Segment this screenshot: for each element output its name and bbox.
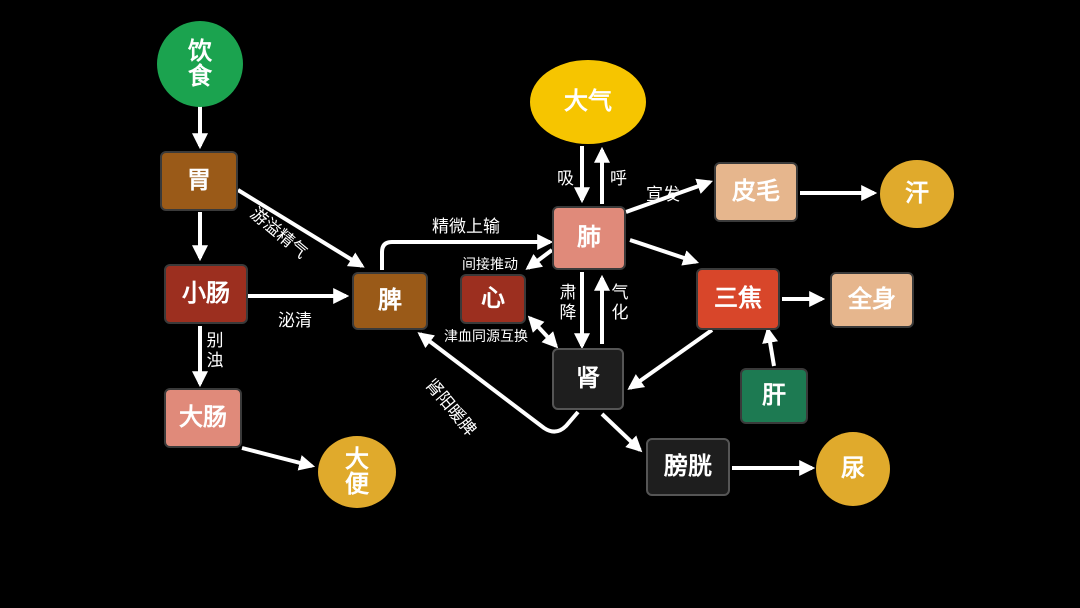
arrow-dachang-dabian [241, 446, 316, 471]
node-xiaochang: 小肠 [164, 264, 248, 324]
label-xuanfa: 宣发 [646, 185, 680, 205]
label-xi: 吸 [557, 169, 574, 189]
label-biezhuo: 别浊 [206, 331, 224, 371]
node-gan: 肝 [740, 368, 808, 424]
node-niao: 尿 [816, 432, 890, 506]
node-daqi: 大气 [530, 60, 646, 144]
arrow-shen-pi [417, 332, 580, 434]
label-miqing: 泌清 [278, 311, 312, 331]
node-han: 汗 [880, 160, 954, 228]
node-fei: 肺 [552, 206, 626, 270]
arrow-wei-pi [236, 188, 365, 268]
node-shen: 肾 [552, 348, 624, 410]
arrow-fei-pimao [625, 178, 714, 214]
node-xin: 心 [460, 274, 526, 324]
node-wei: 胃 [160, 151, 238, 211]
arrow-fei-sanjiao [629, 238, 700, 266]
label-jianjie-tuidong: 间接推动 [462, 257, 518, 273]
label-qihua: 气化 [611, 283, 629, 323]
node-dachang: 大肠 [164, 388, 242, 448]
label-jingwei-shangshu: 精微上输 [432, 217, 500, 237]
node-pi: 脾 [352, 272, 428, 330]
node-pimao: 皮毛 [714, 162, 798, 222]
label-sujiang: 肃降 [559, 283, 577, 323]
node-sanjiao: 三焦 [696, 268, 780, 330]
node-quanshen: 全身 [830, 272, 914, 328]
arrow-sanjiao-shen [627, 328, 714, 390]
arrow-xin-shen [527, 315, 559, 349]
arrow-gan-sanjiao [762, 326, 778, 367]
node-dabian: 大便 [318, 436, 396, 508]
label-jinxue-tongyuan: 津血同源互换 [444, 329, 528, 345]
label-hu: 呼 [610, 169, 627, 189]
node-yinshi: 饮食 [157, 21, 243, 107]
arrow-shen-pangguang [600, 412, 643, 453]
arrow-pi-fei [380, 234, 554, 270]
arrow-fei-xin [525, 248, 554, 270]
node-pangguang: 膀胱 [646, 438, 730, 496]
